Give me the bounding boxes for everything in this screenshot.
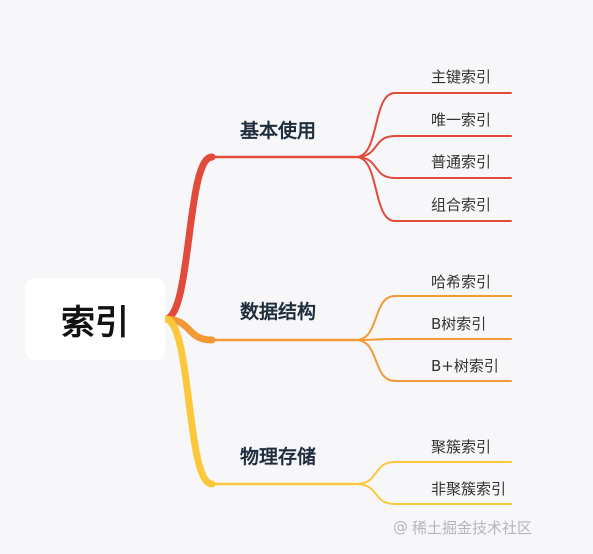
watermark: @ 稀土掘金技术社区 (393, 516, 532, 538)
leaf-edge-basic-usage-0 (355, 92, 512, 158)
leaf-edge-data-structure-1 (355, 338, 512, 341)
leaf-edge-basic-usage-1 (355, 135, 512, 158)
leaf-hash-index[interactable]: 哈希索引 (431, 273, 492, 291)
branch-label-data-structure[interactable]: 数据结构 (240, 301, 317, 323)
leaf-non-clustered-index[interactable]: 非聚簇索引 (431, 480, 507, 498)
branch-label-basic-usage[interactable]: 基本使用 (240, 120, 317, 142)
leaf-primary-key-index[interactable]: 主键索引 (431, 68, 492, 86)
leaf-edge-physical-storage-0 (355, 461, 512, 485)
leaf-composite-index[interactable]: 组合索引 (431, 196, 492, 214)
leaf-edge-data-structure-0 (355, 295, 512, 341)
leaf-btree-index[interactable]: B树索引 (431, 315, 487, 333)
leaf-edge-data-structure-2 (355, 339, 512, 382)
watermark-text: 稀土掘金技术社区 (412, 518, 533, 537)
branch-label-physical-storage[interactable]: 物理存储 (240, 446, 317, 468)
leaf-edge-basic-usage-3 (355, 156, 512, 222)
leaf-normal-index[interactable]: 普通索引 (431, 153, 492, 171)
leaf-bplus-tree-index[interactable]: B+树索引 (431, 357, 499, 375)
leaf-clustered-index[interactable]: 聚簇索引 (431, 438, 492, 456)
leaf-edge-physical-storage-1 (355, 483, 512, 505)
root-label: 索引 (61, 302, 129, 343)
trunk-edge-physical-storage (161, 315, 216, 488)
root-node[interactable]: 索引 (25, 278, 165, 360)
at-icon: @ (393, 518, 408, 536)
trunk-edge-basic-usage (161, 153, 216, 323)
leaf-edge-basic-usage-2 (355, 156, 512, 179)
leaf-unique-index[interactable]: 唯一索引 (431, 111, 492, 129)
